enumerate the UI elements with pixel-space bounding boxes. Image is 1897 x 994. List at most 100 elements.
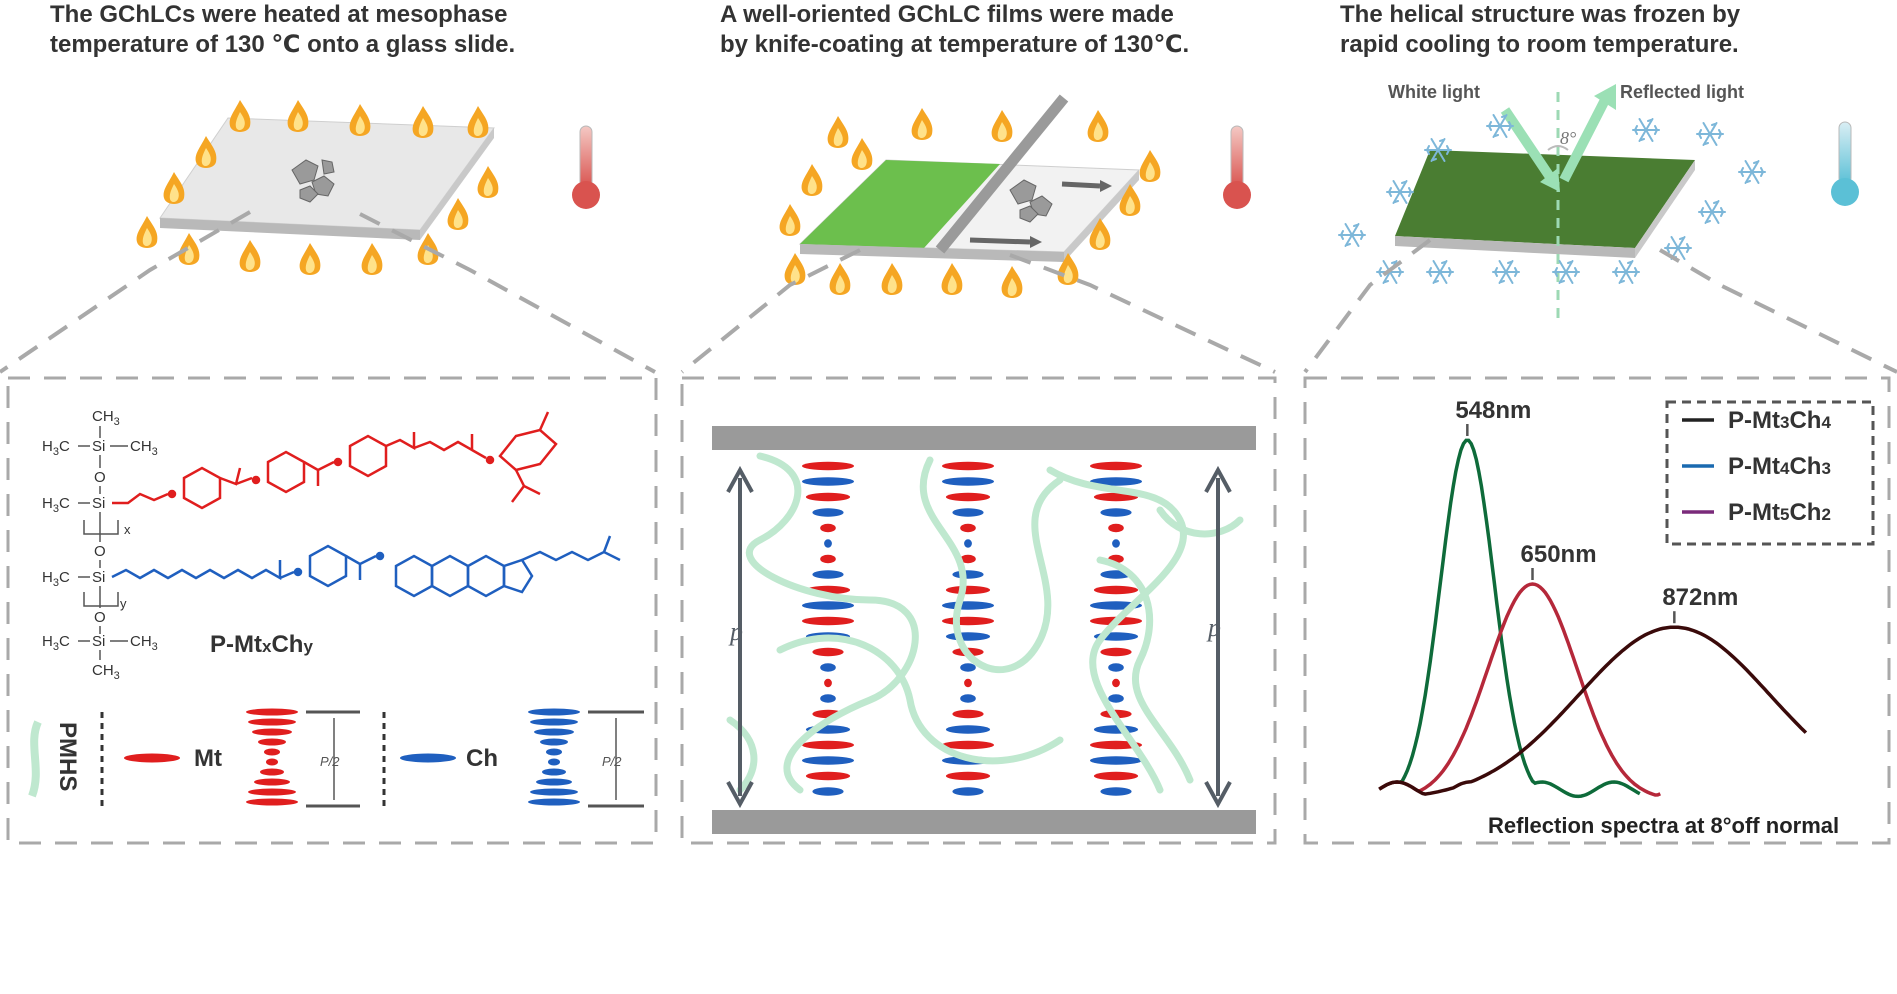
siloxane-backbone: CH3 H3C Si CH3 O H3C Si x O H3C Si y O H…	[42, 408, 158, 682]
mesogen-ellipse	[942, 477, 994, 486]
mesogen-ellipse	[812, 508, 844, 517]
svg-text:H3C: H3C	[42, 633, 70, 653]
mesogen-ellipse	[802, 740, 854, 750]
angle-label: 8°	[1560, 128, 1576, 148]
zoom-guide	[0, 210, 656, 374]
mesogen-ellipse	[942, 601, 994, 610]
spectrum-line	[1378, 625, 1808, 796]
mesogen-ellipse	[952, 508, 984, 517]
top-substrate	[712, 426, 1256, 450]
mesogen-ellipse	[1100, 787, 1132, 796]
mesogen-ellipse	[802, 756, 854, 765]
glass-slide-edge	[160, 218, 420, 240]
svg-text:Si: Si	[92, 633, 105, 650]
coating-direction-arrow	[969, 181, 1101, 245]
pmhs-chains	[726, 452, 1244, 794]
svg-text:O: O	[94, 609, 106, 626]
lc-particles-icon-2	[1009, 179, 1053, 223]
bottom-substrate	[712, 810, 1256, 834]
backbone-bonds	[78, 426, 128, 660]
peak-label: 650nm	[1521, 541, 1597, 568]
step3-frozen-film: White light Reflected light 8°	[1303, 82, 1897, 374]
ch-helix-stack	[528, 708, 580, 806]
mesogen-ellipse	[942, 461, 994, 471]
svg-text:CH3: CH3	[130, 438, 158, 458]
svg-text:H3C: H3C	[42, 438, 70, 458]
ch-mesogen-structure	[111, 535, 621, 598]
mesogen-ellipse	[802, 616, 854, 626]
mesogen-ellipse	[1090, 477, 1142, 486]
legend-entry: P-Mt3Ch4	[1728, 407, 1831, 434]
panel-helix	[680, 376, 1277, 845]
mesogen-ellipse	[960, 523, 976, 533]
mt-mesogen-structure	[112, 411, 558, 510]
caption-step2: A well-oriented GChLC films were made by…	[720, 1, 1190, 58]
mt-helix-stack	[246, 708, 298, 806]
thermometer-hot-icon-2	[1223, 125, 1251, 209]
svg-text:O: O	[94, 469, 106, 486]
mesogen-ellipse	[1112, 678, 1120, 688]
svg-text:y: y	[120, 596, 127, 611]
reflected-light-arrow	[1559, 95, 1611, 183]
mesogen-ellipse	[812, 647, 844, 657]
svg-text:H3C: H3C	[42, 569, 70, 589]
legend-entry: P-Mt5Ch2	[1728, 499, 1831, 526]
mesogen-ellipse	[945, 632, 991, 641]
mesogen-ellipse	[1112, 539, 1120, 548]
half-pitch-label-mt: P/2	[320, 754, 340, 769]
mesogen-ellipse	[802, 461, 854, 471]
mesogen-ellipse	[805, 492, 851, 502]
panel-spectra	[1303, 376, 1891, 845]
polymer-name: P-MtxChy	[210, 631, 313, 658]
caption-step1: The GChLCs were heated at mesophase temp…	[50, 1, 516, 58]
svg-text:H3C: H3C	[42, 495, 70, 515]
svg-text:O: O	[94, 543, 106, 560]
mesogen-ellipse	[945, 771, 991, 781]
pitch-label-right: p	[1206, 613, 1221, 642]
pitch-label-left: p	[728, 617, 743, 646]
mesogen-ellipse	[1093, 725, 1139, 734]
reflected-light-label: Reflected light	[1620, 82, 1744, 102]
mesogen-ellipse	[824, 539, 832, 548]
caption-step3: The helical structure was frozen by rapi…	[1340, 1, 1741, 58]
spectrum-line	[1378, 438, 1641, 799]
mesogen-ellipse	[945, 585, 991, 595]
mesogen-ellipse	[942, 616, 994, 626]
mesogen-ellipse	[824, 678, 832, 688]
mesogen-ellipse	[945, 492, 991, 502]
half-pitch-bracket-mt	[306, 710, 360, 808]
mesogen-ellipse	[812, 787, 844, 796]
mesogen-ellipse	[1108, 694, 1124, 703]
knife-blade	[935, 94, 1069, 254]
mesogen-ellipse	[820, 694, 836, 703]
lc-particles-icon	[291, 159, 335, 203]
pitch-arrow-right	[1204, 465, 1232, 809]
svg-text:Si: Si	[92, 438, 105, 455]
glass-slide	[159, 117, 495, 231]
mesogen-ellipse	[1093, 585, 1139, 595]
mesogen-ellipse	[1093, 771, 1139, 781]
pmhs-label: PMHS	[54, 722, 81, 791]
thermometer-hot-icon	[572, 125, 600, 209]
dark-green-film	[1395, 150, 1695, 248]
mesogen-ellipse	[952, 570, 984, 579]
mesogen-ellipse	[960, 663, 976, 672]
zoom-guide-2	[680, 248, 1276, 374]
half-pitch-bracket-ch	[588, 710, 644, 808]
mt-label: Mt	[194, 745, 222, 772]
mesogen-ellipse	[1090, 756, 1142, 765]
svg-text:Si: Si	[92, 495, 105, 512]
svg-text:x: x	[124, 522, 131, 537]
ch-label: Ch	[466, 745, 498, 772]
mesogen-ellipse	[1100, 508, 1132, 517]
incident-light-arrow	[1500, 107, 1557, 183]
spectrum-line	[1378, 582, 1661, 797]
mesogen-ellipse	[952, 709, 984, 719]
step1-hot-slide	[0, 100, 656, 374]
mesogen-ellipse	[964, 678, 972, 688]
peak-label: 872nm	[1662, 584, 1738, 611]
mesogen-ellipse	[820, 554, 836, 564]
